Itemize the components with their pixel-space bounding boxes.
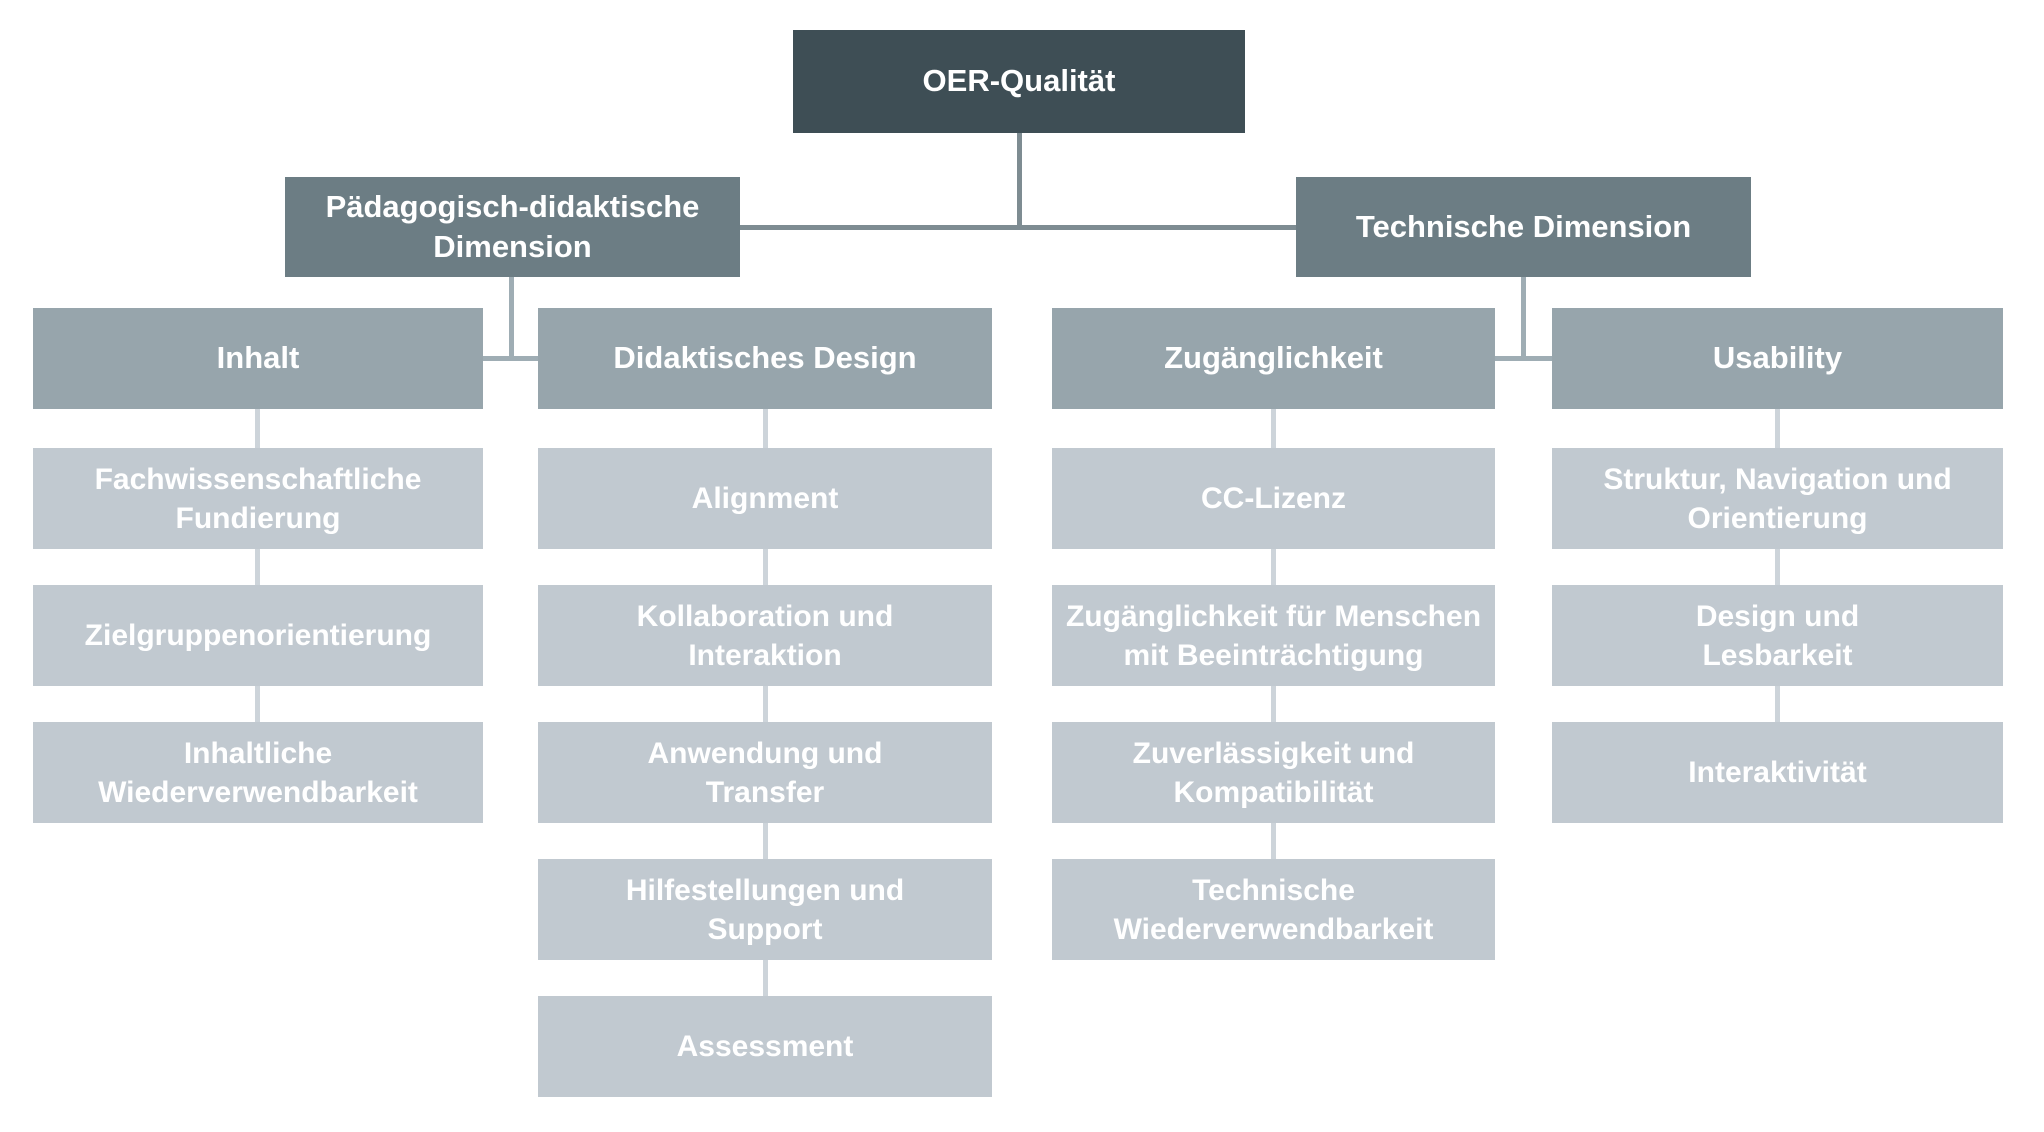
node-item-interaktivitaet: Interaktivität — [1552, 722, 2003, 823]
node-header-inhalt: Inhalt — [33, 308, 483, 409]
node-item-design-und-lesbarkeit: Design und Lesbarkeit — [1552, 585, 2003, 686]
node-item-cc-lizenz: CC-Lizenz — [1052, 448, 1495, 549]
connector-inhalt-didaktik-horizontal — [483, 356, 538, 361]
connector-zugaenglichkeit-usability-horizontal — [1495, 356, 1552, 361]
node-item-kollaboration-und-interaktion: Kollaboration und Interaktion — [538, 585, 992, 686]
node-item-alignment: Alignment — [538, 448, 992, 549]
node-item-zugaenglichkeit-fuer-menschen: Zugänglichkeit für Menschen mit Beeinträ… — [1052, 585, 1495, 686]
node-header-didaktisches-design: Didaktisches Design — [538, 308, 992, 409]
node-item-assessment: Assessment — [538, 996, 992, 1097]
node-item-anwendung-und-transfer: Anwendung und Transfer — [538, 722, 992, 823]
node-item-hilfestellungen-und-support: Hilfestellungen und Support — [538, 859, 992, 960]
node-oer-qualitaet: OER-Qualität — [793, 30, 1245, 133]
connector-paedagogisch-drop — [509, 277, 514, 361]
node-item-zuverlaessigkeit-und-kompatibilitaet: Zuverlässigkeit und Kompatibilität — [1052, 722, 1495, 823]
node-item-technische-wiederverwendbarkeit: Technische Wiederverwendbarkeit — [1052, 859, 1495, 960]
node-item-struktur-navigation-orientierung: Struktur, Navigation und Orientierung — [1552, 448, 2003, 549]
node-item-inhaltliche-wiederverwendbarkeit: Inhaltliche Wiederverwendbarkeit — [33, 722, 483, 823]
node-technische-dimension: Technische Dimension — [1296, 177, 1751, 277]
connector-inhalt-column — [255, 409, 260, 722]
node-paedagogisch-didaktische-dimension: Pädagogisch-didaktische Dimension — [285, 177, 740, 277]
connector-root-drop — [1017, 133, 1022, 230]
node-header-zugaenglichkeit: Zugänglichkeit — [1052, 308, 1495, 409]
node-item-fachwissenschaftliche-fundierung: Fachwissenschaftliche Fundierung — [33, 448, 483, 549]
connector-didaktik-column — [763, 409, 768, 996]
connector-usability-column — [1775, 409, 1780, 722]
node-header-usability: Usability — [1552, 308, 2003, 409]
connector-dimensions-horizontal — [740, 225, 1296, 230]
node-item-zielgruppenorientierung: Zielgruppenorientierung — [33, 585, 483, 686]
connector-technisch-drop — [1521, 277, 1526, 361]
